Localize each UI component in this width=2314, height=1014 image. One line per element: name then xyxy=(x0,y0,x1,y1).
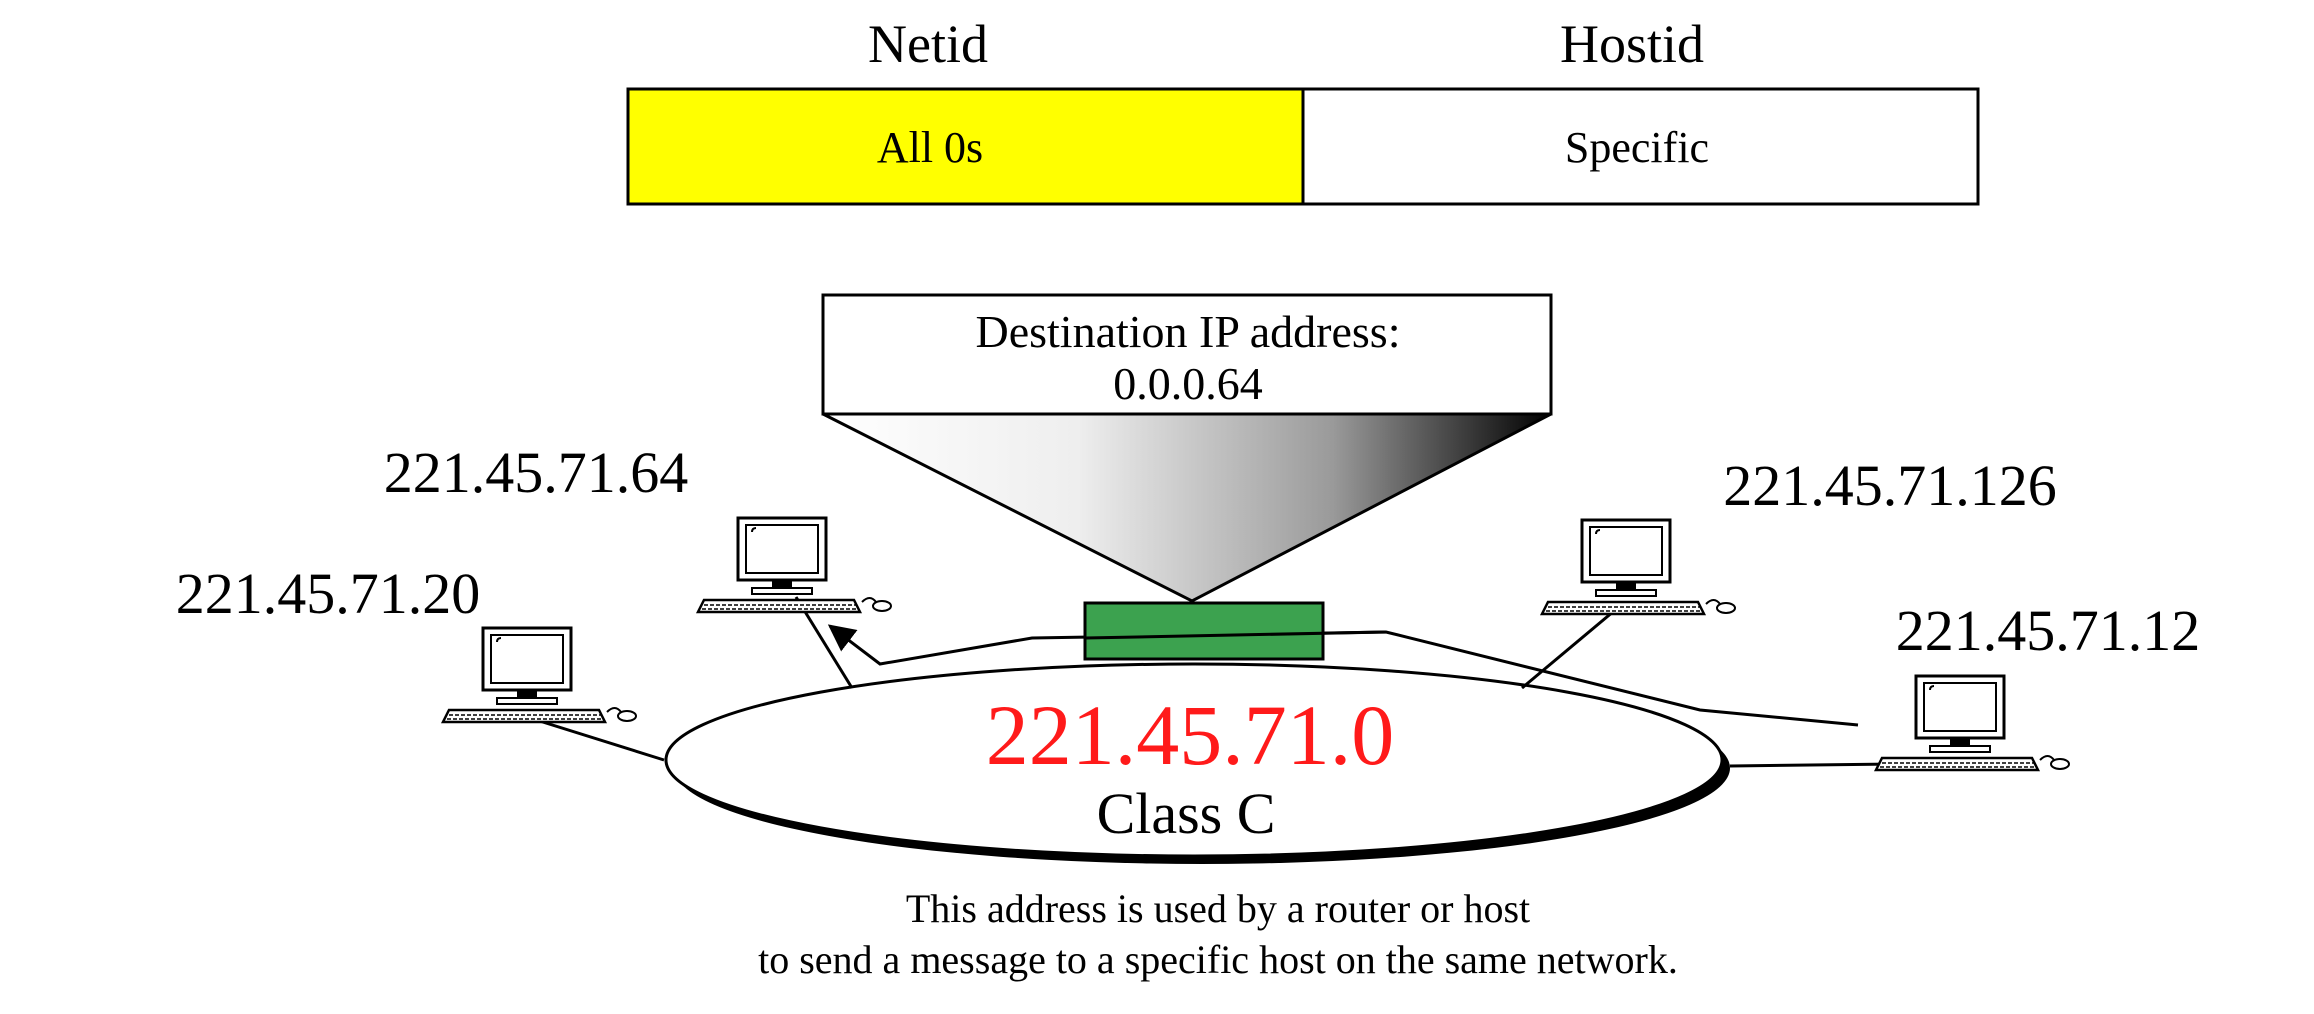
network-address: 221.45.71.0 xyxy=(986,687,1395,783)
netid-field xyxy=(626,87,1305,206)
message-path-over-router xyxy=(1084,630,1387,640)
netid-label: Netid xyxy=(868,14,988,74)
computer-icon xyxy=(1540,518,1737,616)
hostid-field xyxy=(1301,87,1980,206)
host-ip: 221.45.71.64 xyxy=(384,440,689,505)
host-ip: 221.45.71.12 xyxy=(1896,598,2201,663)
callout-beam xyxy=(822,412,1552,603)
network-class: Class C xyxy=(1097,781,1276,846)
host-221-45-71-20: 221.45.71.20 xyxy=(176,561,638,724)
link-host-12 xyxy=(1729,762,1897,768)
destination-box xyxy=(821,293,1553,416)
network-ellipse xyxy=(664,662,1724,858)
hostid-value: Specific xyxy=(1565,123,1709,172)
destination-callout: Destination IP address: 0.0.0.64 xyxy=(821,293,1553,603)
destination-address: 0.0.0.64 xyxy=(1113,358,1263,409)
caption-line-2: to send a message to a specific host on … xyxy=(758,937,1678,982)
computer-icon xyxy=(696,516,893,614)
host-ip: 221.45.71.126 xyxy=(1723,453,2057,518)
router-box xyxy=(1083,601,1325,661)
host-221-45-71-12: 221.45.71.12 xyxy=(1874,598,2201,772)
destination-label: Destination IP address: xyxy=(975,306,1400,357)
hostid-label: Hostid xyxy=(1560,14,1704,74)
link-host-126 xyxy=(1521,609,1615,690)
host-221-45-71-126: 221.45.71.126 xyxy=(1540,453,2057,616)
computer-icon xyxy=(441,626,638,724)
host-ip: 221.45.71.20 xyxy=(176,561,481,626)
link-host-20 xyxy=(529,716,665,762)
network: 221.45.71.0 Class C xyxy=(664,662,1730,864)
caption-line-1: This address is used by a router or host xyxy=(906,886,1530,931)
netid-value: All 0s xyxy=(877,123,983,172)
computer-icon xyxy=(1874,674,2071,772)
address-format: Netid Hostid All 0s Specific xyxy=(626,14,1980,206)
host-221-45-71-64: 221.45.71.64 xyxy=(384,440,893,614)
